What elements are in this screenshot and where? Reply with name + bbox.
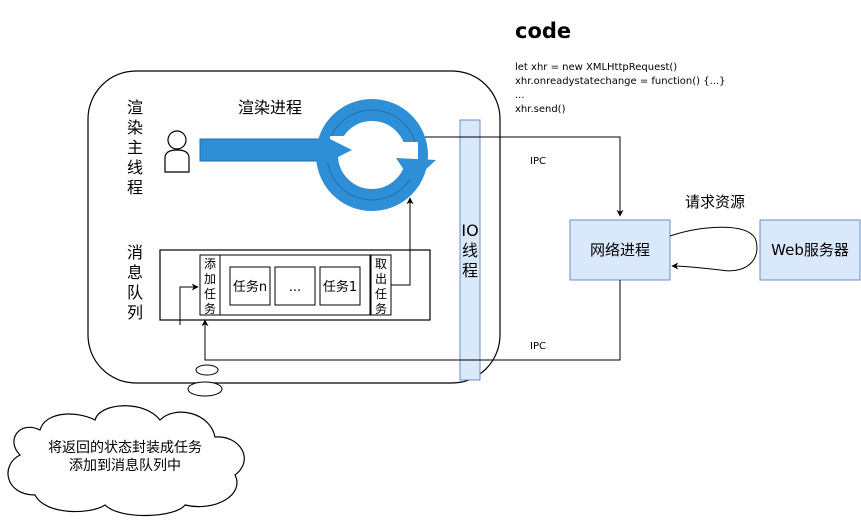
web-server-box [759,219,861,281]
task-n-box [229,266,271,306]
code-line: xhr.send() [515,104,566,115]
code-line: ... [515,90,525,101]
main-thread-char: 线 [127,158,143,177]
cloud-shape [7,405,245,517]
svg-text:任: 任 [204,287,216,301]
render-process-box [87,70,501,384]
message-queue-char: 列 [127,303,143,322]
take-task-label: 取 出 任 务 [375,257,387,316]
io-thread-box [459,119,481,381]
network-process-label: 网络进程 [590,241,650,259]
svg-text:务: 务 [375,301,387,316]
svg-text:取: 取 [375,257,387,271]
ipc-bottom-arrow [201,280,621,361]
message-queue-char: 息 [127,263,143,282]
web-server-label: Web服务器 [771,241,849,259]
task-n-label: 任务n [233,279,267,295]
message-queue-label: 消 息 队 列 [127,243,143,322]
ipc-top-label: IPC [530,156,546,167]
main-thread-char: 渲 [127,98,143,117]
thought-bubble-medium [187,381,223,397]
render-process-label: 渲染进程 [238,98,302,117]
request-resource-label: 请求资源 [685,193,745,211]
task-1-box [319,266,361,306]
task-ellipsis-box [274,266,316,306]
io-thread-label-char: 程 [462,261,478,280]
event-loop-icon [316,99,436,211]
add-task-label: 添 加 任 务 [204,257,216,316]
svg-text:任: 任 [375,287,387,301]
main-thread-label: 渲 染 主 线 程 [127,98,143,197]
io-thread-label-char: 线 [462,241,478,260]
svg-text:出: 出 [375,272,387,286]
code-lines: let xhr = new XMLHttpRequest() xhr.onrea… [515,62,725,115]
code-title: code [515,19,571,43]
task-ellipsis-label: ... [289,280,301,295]
add-task-arrow [179,283,199,325]
task-1-label: 任务1 [323,279,357,295]
cloud-text-line: 将返回的状态封装成任务 [48,440,202,456]
code-line: xhr.onreadystatechange = function() {...… [515,76,725,87]
svg-text:添: 添 [204,257,216,271]
ipc-bottom-label: IPC [530,341,546,352]
user-icon [164,130,190,173]
message-queue-char: 消 [127,243,143,262]
main-thread-char: 主 [127,138,143,157]
take-task-arrow [391,197,414,286]
svg-text:加: 加 [204,272,216,286]
cloud-text-line: 添加到消息队列中 [69,457,181,474]
main-thread-char: 染 [127,118,143,137]
code-line: let xhr = new XMLHttpRequest() [515,62,677,73]
message-queue-char: 队 [127,283,143,302]
main-thread-char: 程 [127,178,143,197]
svg-text:务: 务 [204,301,216,316]
thought-bubble-small [195,364,219,376]
ipc-top-arrow [425,136,624,217]
network-process-box [569,219,671,281]
request-resource-loop [669,226,758,272]
io-thread-label-io: IO [461,221,478,240]
